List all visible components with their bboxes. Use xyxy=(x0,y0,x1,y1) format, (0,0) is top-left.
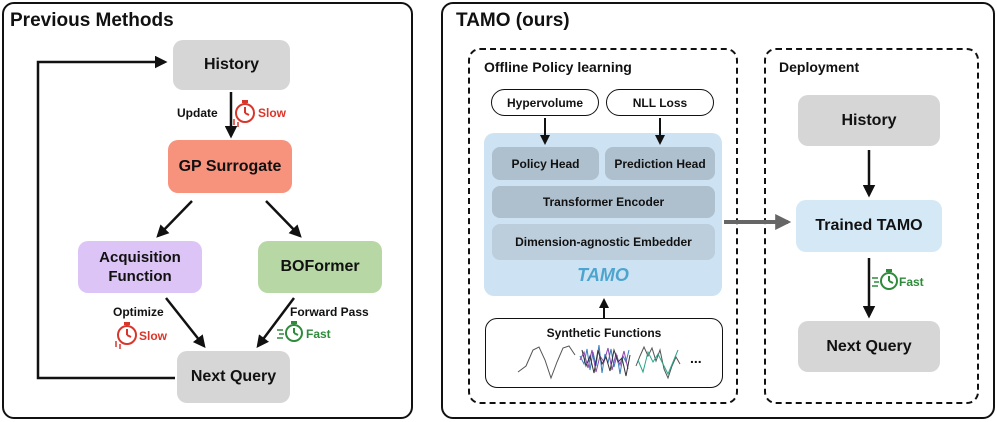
boformer-node: BOFormer xyxy=(258,241,382,293)
offline-policy-learning-title: Offline Policy learning xyxy=(484,59,632,75)
previous-methods-title: Previous Methods xyxy=(10,10,174,31)
offline-policy-learning-box xyxy=(468,48,738,404)
gp-surrogate-node: GP Surrogate xyxy=(168,140,292,193)
tamo-model-label: TAMO xyxy=(577,265,629,285)
next-query-right-label: Next Query xyxy=(826,337,912,355)
policy-head-node: Policy Head xyxy=(492,147,599,180)
next-query-node-left: Next Query xyxy=(177,351,290,403)
transformer-encoder-label: Transformer Encoder xyxy=(542,195,665,209)
acquisition-label-line1: Acquisition xyxy=(99,249,181,266)
boformer-label: BOFormer xyxy=(280,258,360,275)
transformer-encoder-node: Transformer Encoder xyxy=(492,186,715,218)
deployment-box xyxy=(764,48,979,404)
tamo-panel-title: TAMO (ours) xyxy=(456,10,570,31)
ellipsis-label: ... xyxy=(690,350,702,366)
history-node-right-label: History xyxy=(841,111,897,129)
slow-label-1: Slow xyxy=(258,106,287,120)
trained-tamo-label: Trained TAMO xyxy=(815,217,923,234)
history-node-left: History xyxy=(173,40,290,90)
trained-tamo-node: Trained TAMO xyxy=(796,200,942,252)
nll-loss-node: NLL Loss xyxy=(606,89,714,116)
prediction-head-label: Prediction Head xyxy=(614,156,706,171)
slow-label-2: Slow xyxy=(139,329,168,343)
fast-label-1: Fast xyxy=(306,327,331,341)
prediction-head-node: Prediction Head xyxy=(605,147,715,180)
optimize-label: Optimize xyxy=(113,305,164,319)
embedder-label: Dimension-agnostic Embedder xyxy=(515,235,692,249)
acquisition-function-node: Acquisition Function xyxy=(78,241,202,293)
next-query-node-right: Next Query xyxy=(798,321,940,372)
gp-surrogate-label: GP Surrogate xyxy=(178,157,282,175)
policy-head-label: Policy Head xyxy=(511,156,580,171)
forward-pass-label: Forward Pass xyxy=(290,305,369,319)
hypervolume-label: Hypervolume xyxy=(506,95,584,110)
next-query-left-label: Next Query xyxy=(190,368,277,385)
fast-label-2: Fast xyxy=(899,275,924,289)
history-node-right: History xyxy=(798,95,940,146)
history-node-left-label: History xyxy=(203,56,260,73)
deployment-title: Deployment xyxy=(779,59,860,75)
acquisition-label-line2: Function xyxy=(108,268,172,285)
embedder-node: Dimension-agnostic Embedder xyxy=(492,224,715,260)
hypervolume-node: Hypervolume xyxy=(491,89,599,116)
update-label: Update xyxy=(177,106,218,120)
nll-loss-label: NLL Loss xyxy=(632,95,688,110)
synthetic-functions-label: Synthetic Functions xyxy=(546,326,662,340)
